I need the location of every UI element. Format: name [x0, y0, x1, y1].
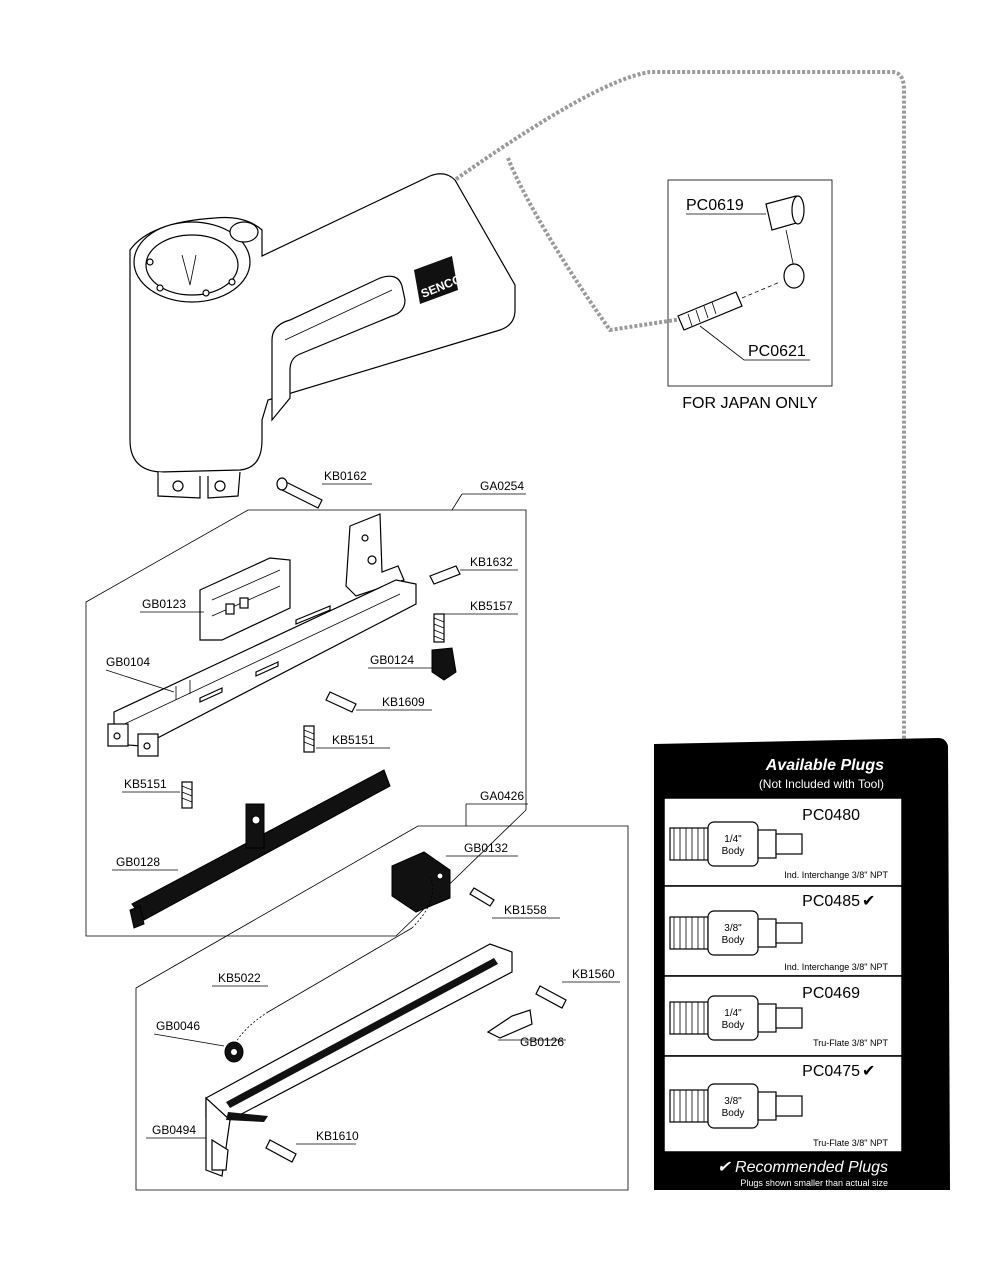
magazine-rail [205, 943, 513, 1177]
label-kb1560: KB1560 [572, 967, 615, 981]
label-ga0254: GA0254 [480, 479, 524, 493]
rail-gb0104 [107, 579, 417, 757]
plug-body-label: Body [722, 1020, 745, 1031]
bracket-upper [345, 513, 405, 597]
latch-gb0124 [431, 647, 457, 681]
label-kb5157: KB5157 [470, 599, 513, 613]
air-line-dotted [450, 70, 906, 1074]
label-gb0104: GB0104 [106, 655, 150, 669]
plug-drawing [669, 995, 803, 1041]
plug-description: Tru-Flate 3/8" NPT [813, 1138, 888, 1148]
channel-gb0128 [129, 769, 391, 929]
pin-kb1610 [265, 1139, 297, 1163]
plug-body-size: 3/8" [724, 923, 742, 934]
label-kb0162: KB0162 [324, 469, 367, 483]
plug-cell-pc0475: 3/8"Body PC0475✔ Tru-Flate 3/8" NPT [663, 1055, 903, 1153]
fitting-pc0621 [677, 281, 781, 331]
plug-drawing [669, 1083, 803, 1129]
plug-code-pc0469: PC0469 [802, 985, 860, 1002]
label-gb0494: GB0494 [152, 1123, 196, 1137]
plug-description: Ind. Interchange 3/8" NPT [784, 870, 888, 880]
plugs-footer-note: Plugs shown smaller than actual size [740, 1178, 888, 1188]
assembly-box-ga0254 [85, 509, 527, 937]
label-kb1632: KB1632 [470, 555, 513, 569]
plugs-subtitle: (Not Included with Tool) [759, 777, 884, 791]
pin-kb1560 [535, 985, 567, 1009]
air-line-branch-dotted [506, 157, 689, 333]
pulley-gb0046 [224, 1041, 244, 1063]
screw-kb0162 [276, 477, 323, 509]
label-kb1558: KB1558 [504, 903, 547, 917]
label-ga0426: GA0426 [480, 789, 524, 803]
label-gb0046: GB0046 [156, 1019, 200, 1033]
spring-kb5157 [433, 613, 445, 643]
block-gb0132 [391, 851, 451, 913]
spring-kb5022 [267, 927, 413, 1013]
japan-only-caption: FOR JAPAN ONLY [682, 395, 818, 412]
plug-description: Ind. Interchange 3/8" NPT [784, 962, 888, 972]
label-kb1609: KB1609 [382, 695, 425, 709]
label-kb5151-upper: KB5151 [332, 733, 375, 747]
label-kb1610: KB1610 [316, 1129, 359, 1143]
plug-code-pc0485: PC0485 [802, 893, 860, 910]
recommended-check-icon: ✔ [862, 893, 875, 910]
plug-code-pc0475: PC0475 [802, 1063, 860, 1080]
pin-kb1609 [325, 691, 357, 713]
plug-body-label: Body [722, 846, 745, 857]
plug-body-size: 1/4" [724, 1008, 742, 1019]
plug-drawing [669, 821, 803, 867]
available-plugs-panel: Available Plugs (Not Included with Tool)… [654, 738, 950, 1190]
plug-body-size: 1/4" [724, 834, 742, 845]
label-gb0126: GB0126 [520, 1035, 564, 1049]
plugs-title: Available Plugs [765, 757, 884, 774]
label-kb5022: KB5022 [218, 971, 261, 985]
label-pc0619: PC0619 [686, 197, 744, 214]
label-gb0132: GB0132 [464, 841, 508, 855]
assembly-box-ga0426 [135, 825, 629, 1191]
label-gb0128: GB0128 [116, 855, 160, 869]
pin-kb1632 [429, 565, 461, 585]
label-kb5151-lower: KB5151 [124, 777, 167, 791]
tool-housing: SENCO [129, 173, 516, 499]
recommended-plugs-title: ✔ Recommended Plugs [717, 1159, 888, 1176]
plug-description: Tru-Flate 3/8" NPT [813, 1038, 888, 1048]
plug-body-size: 3/8" [724, 1096, 742, 1107]
cap-pc0619 [765, 195, 805, 289]
label-gb0123: GB0123 [142, 597, 186, 611]
plug-drawing [669, 910, 803, 956]
pin-kb1558 [469, 887, 495, 907]
plug-body-label: Body [722, 935, 745, 946]
spring-kb5151-upper [303, 725, 315, 753]
recommended-check-icon: ✔ [862, 1063, 875, 1080]
latch-gb0126 [486, 1009, 533, 1039]
plug-code-pc0480: PC0480 [802, 807, 860, 824]
plug-cell-pc0485: 3/8"Body PC0485✔ Ind. Interchange 3/8" NPT [663, 885, 903, 977]
plug-body-label: Body [722, 1108, 745, 1119]
clip-gb0123 [199, 557, 291, 641]
japan-only-box [667, 179, 833, 387]
label-gb0124: GB0124 [370, 653, 414, 667]
spring-kb5151-lower [181, 781, 193, 809]
label-pc0621: PC0621 [748, 343, 806, 360]
